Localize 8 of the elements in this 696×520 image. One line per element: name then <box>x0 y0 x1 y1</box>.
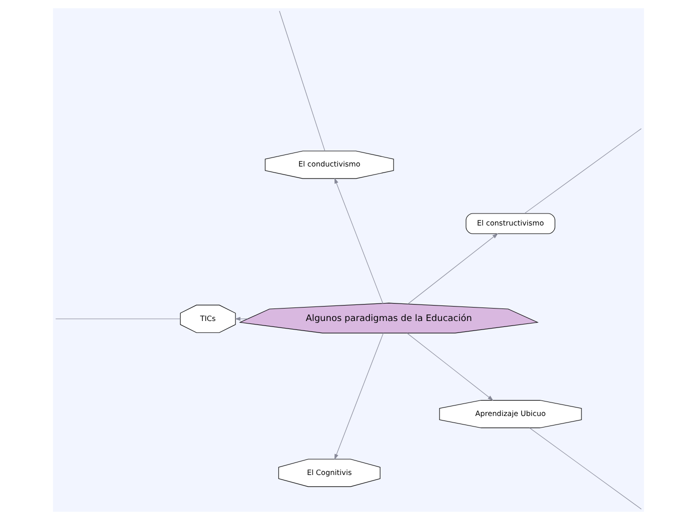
connector <box>54 318 180 320</box>
arrow <box>406 332 493 401</box>
connector <box>528 428 642 510</box>
arrow <box>407 233 498 304</box>
connector <box>278 10 325 152</box>
arrow <box>334 178 383 304</box>
connector <box>524 128 642 214</box>
arrow <box>334 332 384 460</box>
